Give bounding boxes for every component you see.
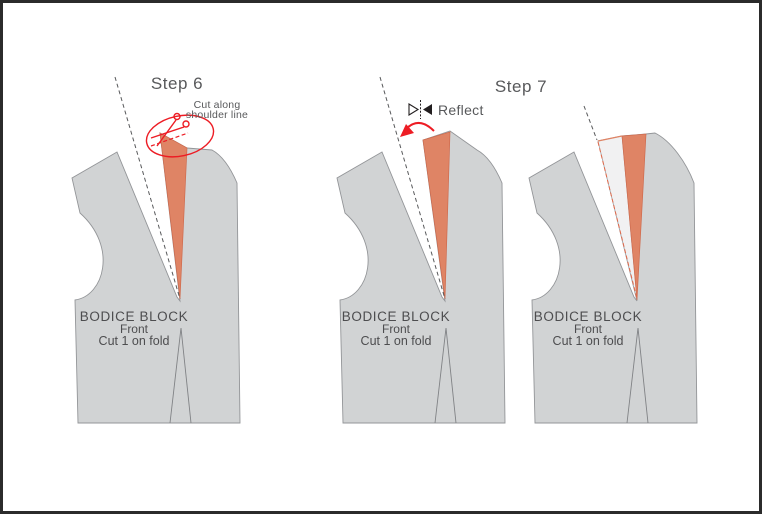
reflected-wedge-top-line bbox=[597, 135, 623, 142]
bodice-body bbox=[336, 130, 506, 424]
shoulder-cut-line bbox=[150, 132, 189, 147]
dart-wedge bbox=[422, 131, 451, 300]
bodice2-cut-note: Cut 1 on fold bbox=[360, 334, 432, 348]
reflect-label: Reflect bbox=[438, 102, 484, 118]
reflect-icon bbox=[408, 100, 432, 119]
bodice-step7-before bbox=[336, 76, 506, 424]
waist-dart bbox=[626, 327, 649, 424]
reflect-arrow-icon bbox=[400, 122, 435, 137]
frame-border bbox=[0, 0, 762, 514]
dart-wedge bbox=[159, 132, 188, 300]
cut-along-line2: shoulder line bbox=[185, 109, 249, 121]
slash-guide-line bbox=[114, 76, 181, 300]
bodice1-subtitle: Front bbox=[119, 322, 148, 336]
slash-guide-line bbox=[583, 105, 598, 141]
bodice1-cut-note: Cut 1 on fold bbox=[98, 334, 170, 348]
bodice1-title: BODICE BLOCK bbox=[79, 309, 189, 324]
cut-highlight-ellipse bbox=[145, 114, 215, 158]
step6-label: Step 6 bbox=[150, 74, 204, 93]
cut-along-line1: Cut along bbox=[193, 99, 241, 111]
bodice2-subtitle: Front bbox=[381, 322, 410, 336]
reflected-cut-line bbox=[597, 141, 638, 300]
bodice1-text-block: BODICE BLOCK Front Cut 1 on fold bbox=[44, 309, 224, 348]
dart-wedge bbox=[621, 133, 647, 301]
bodice-body bbox=[71, 132, 241, 424]
bodice-body bbox=[528, 132, 698, 424]
bodice-step7-after bbox=[528, 105, 698, 424]
waist-dart bbox=[169, 327, 192, 424]
bodice3-text-block: BODICE BLOCK Front Cut 1 on fold bbox=[498, 309, 678, 348]
bodice3-subtitle: Front bbox=[573, 322, 602, 336]
slash-guide-line bbox=[379, 76, 446, 300]
step7-label: Step 7 bbox=[494, 77, 548, 96]
bodice3-cut-note: Cut 1 on fold bbox=[552, 334, 624, 348]
bodice2-text-block: BODICE BLOCK Front Cut 1 on fold bbox=[306, 309, 486, 348]
bodice-step6 bbox=[71, 76, 241, 424]
waist-dart bbox=[434, 327, 457, 424]
bodice3-title: BODICE BLOCK bbox=[533, 309, 643, 324]
bodice2-title: BODICE BLOCK bbox=[341, 309, 451, 324]
cut-along-note: Cut along shoulder line bbox=[167, 99, 267, 121]
